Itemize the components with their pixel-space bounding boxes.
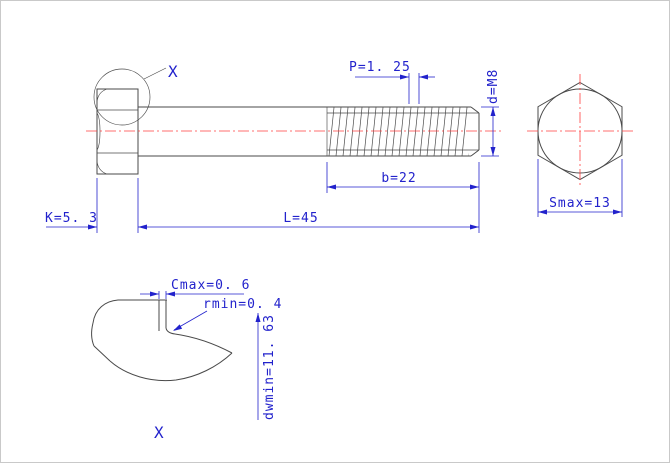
head-height-dimension-text: K=5. 3 (45, 211, 98, 226)
detail-top-edge (92, 299, 167, 324)
detail-view-x: Cmax=0. 6 rmin=0. 4 dwmin=11. 63 X (91, 278, 282, 442)
detail-view-label: X (154, 423, 165, 442)
detail-facet-edge (93, 345, 111, 362)
detail-left-edge (91, 322, 95, 347)
bolt-head-outline (96, 88, 139, 175)
dim-across-flats: Smax=13 (537, 159, 623, 217)
detail-callout: X (93, 62, 179, 126)
detail-bearing-edge-arc (174, 333, 233, 354)
thread-size-dimension-text: d=M8 (486, 69, 501, 104)
across-flats-dimension-text: Smax=13 (549, 196, 611, 211)
bolt-head (96, 88, 139, 175)
head-chamfer-arc-top (96, 88, 108, 103)
dim-head-height: K=5. 3 (45, 178, 98, 233)
dim-overall-length: L=45 (137, 178, 479, 233)
fillet-leader-arrow (173, 324, 183, 331)
pitch-dimension-text: P=1. 25 (349, 60, 411, 75)
bolt-shank (138, 106, 327, 157)
dim-chamfer: Cmax=0. 6 (140, 278, 250, 299)
detail-callout-leader (143, 67, 167, 80)
head-chamfer-arc-bottom (96, 160, 108, 175)
dim-fillet-radius: rmin=0. 4 (173, 297, 282, 331)
fillet-radius-dimension-text: rmin=0. 4 (203, 297, 282, 312)
detail-washer-face-arc (109, 352, 233, 382)
detail-marker-label: X (168, 62, 179, 81)
dim-pitch: P=1. 25 (349, 60, 435, 104)
thread-length-dimension-text: b=22 (381, 171, 416, 186)
dim-thread-length: b=22 (326, 162, 480, 233)
detail-fillet-arc (165, 327, 176, 335)
bolt-thread (326, 106, 480, 157)
bolt-side-view: X P=1. 25 d=M8 b=22 L=45 (45, 60, 504, 233)
thread-end-chamfer-top (470, 106, 480, 114)
dim-washer-face: dwmin=11. 63 (255, 313, 277, 420)
hex-end-view: Smax=13 (527, 74, 634, 217)
thread-end-chamfer-bottom (470, 149, 480, 157)
length-dimension-text: L=45 (283, 211, 318, 226)
detail-callout-circle (93, 68, 151, 126)
dim-thread-size: d=M8 (481, 69, 501, 157)
chamfer-dimension-text: Cmax=0. 6 (171, 278, 250, 293)
washer-face-dimension-text: dwmin=11. 63 (262, 314, 277, 420)
head-chamfer-arc-center (96, 112, 101, 151)
thread-hatch (328, 107, 469, 156)
